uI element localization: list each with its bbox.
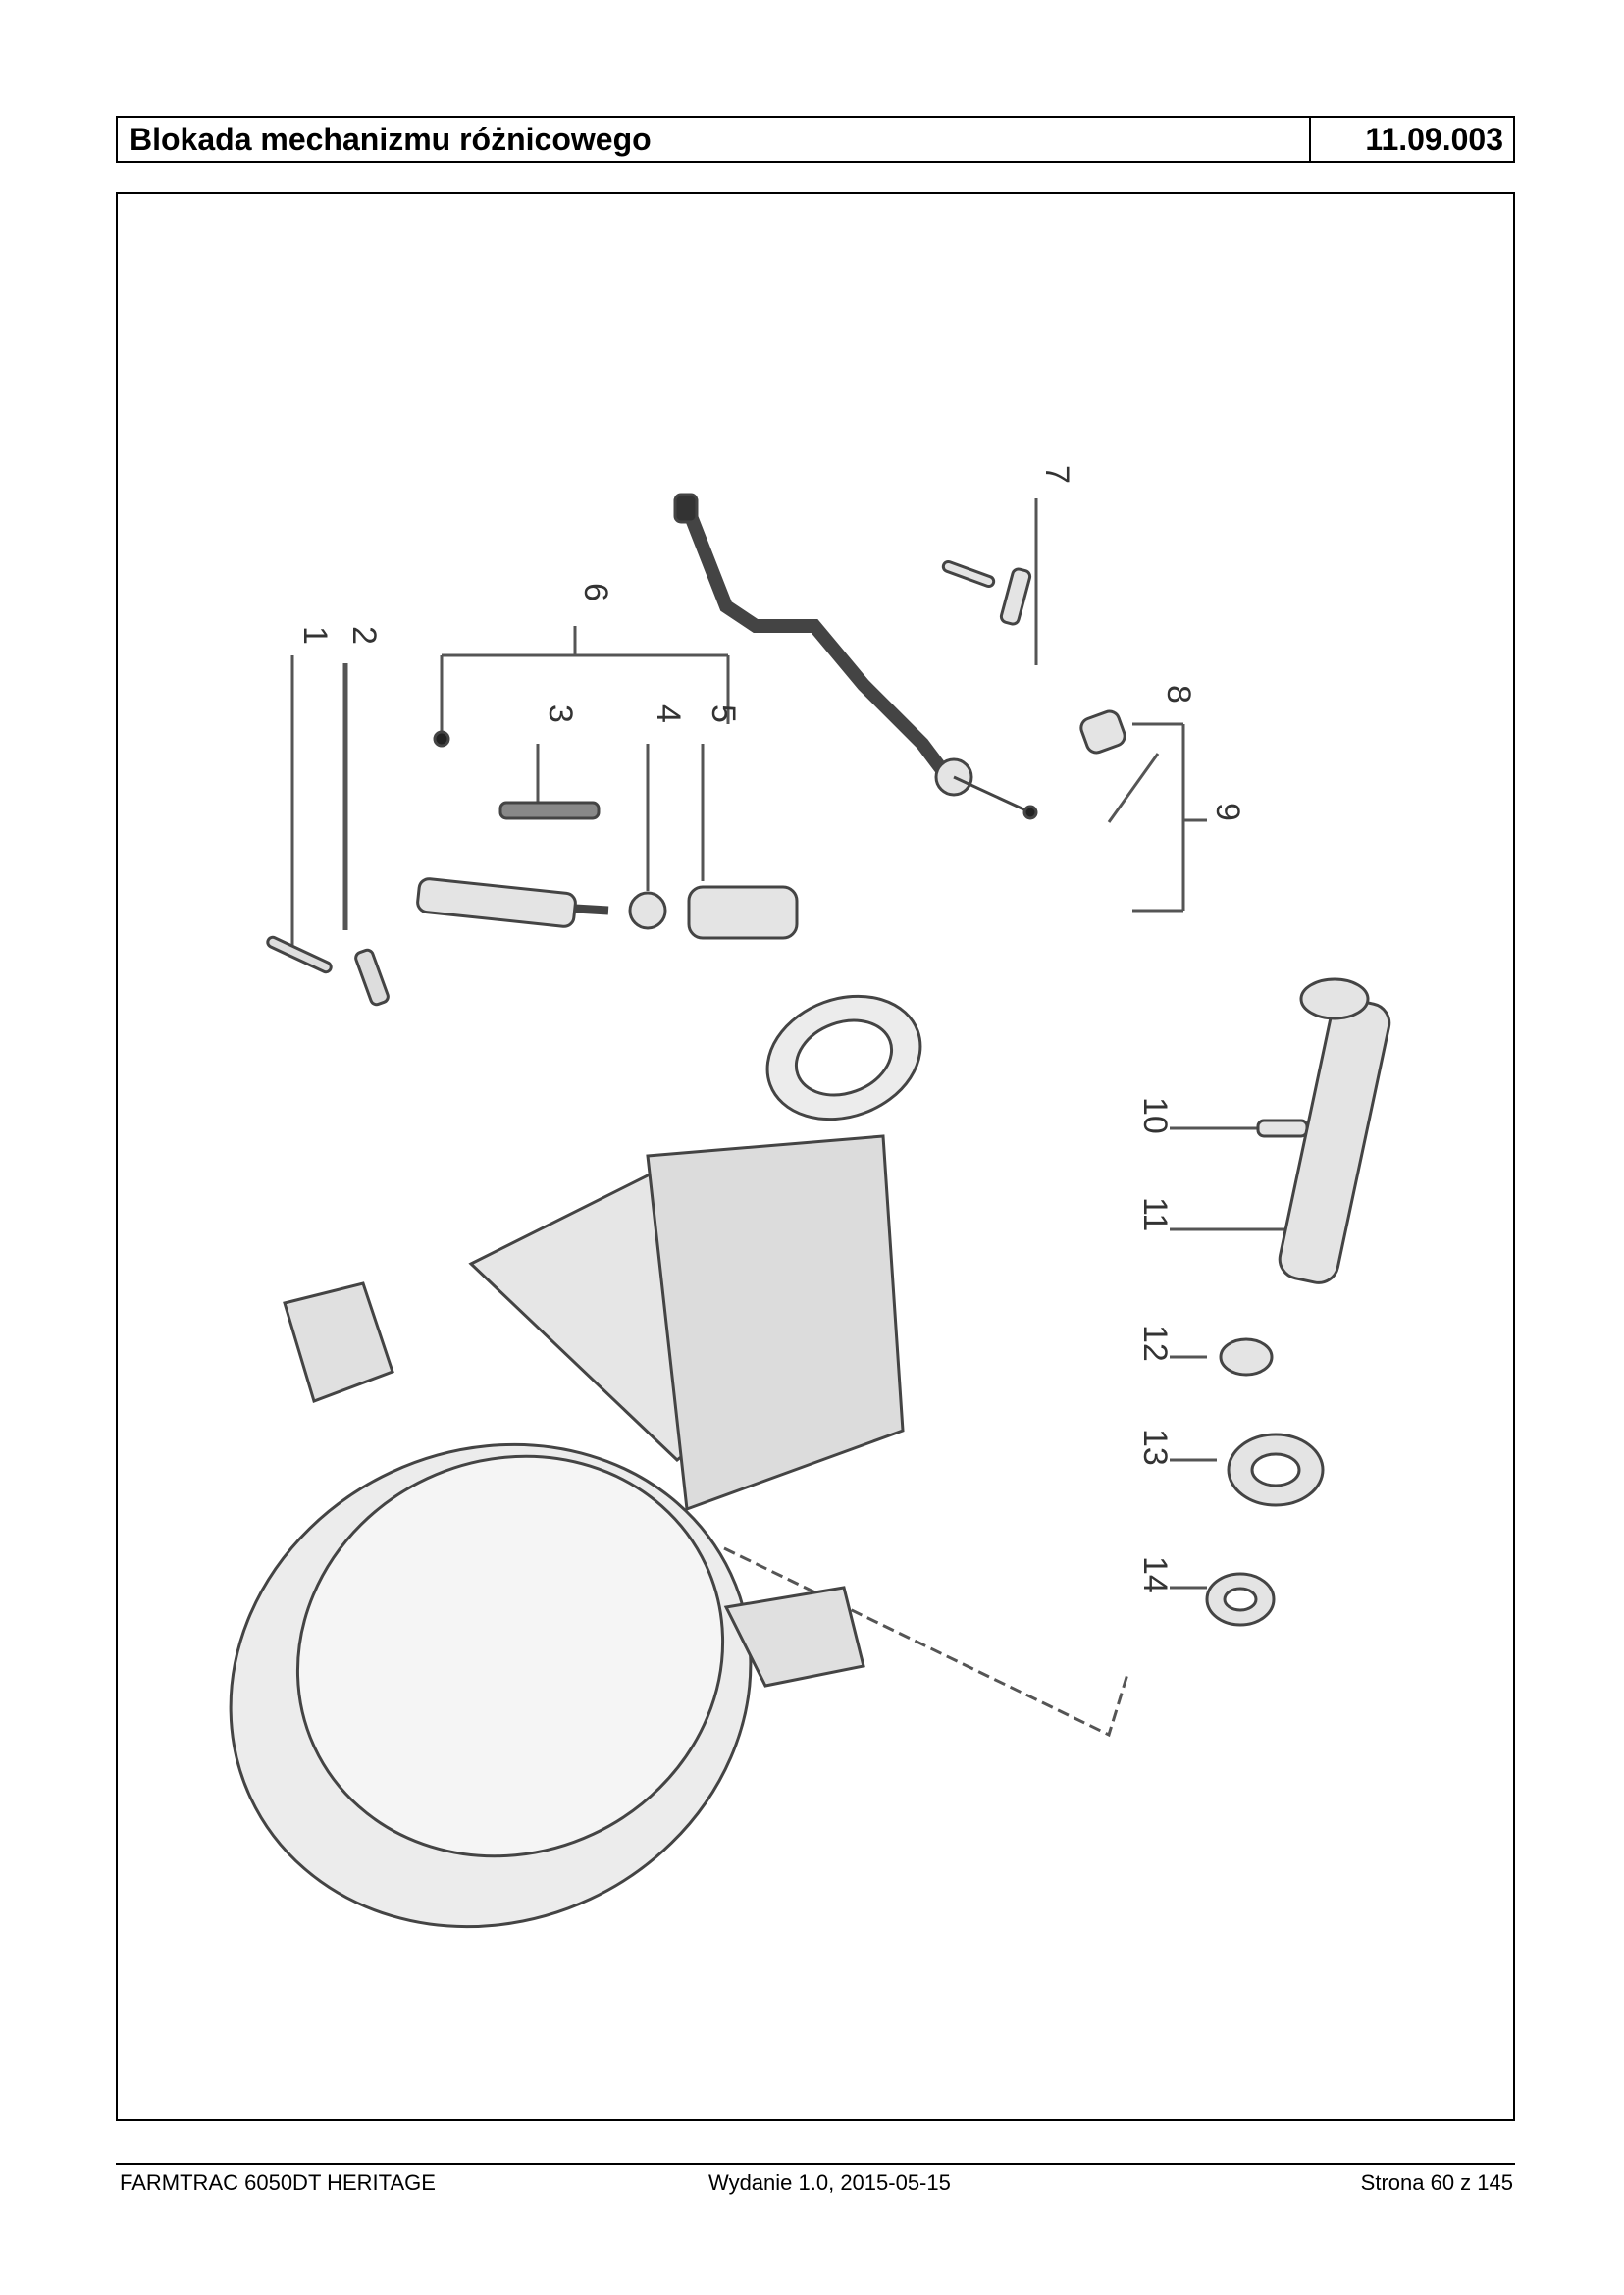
part-13-washer-hole bbox=[1250, 1452, 1301, 1487]
part-11-shaft bbox=[1278, 998, 1391, 1284]
exploded-parts-diagram: 1 2 3 4 5 6 7 8 9 10 11 12 13 14 bbox=[229, 465, 1391, 1929]
part-7-bolt bbox=[999, 567, 1032, 626]
callout-labels: 1 2 3 4 5 6 7 8 9 10 11 12 13 14 bbox=[296, 465, 1246, 1593]
footer-edition: Wydanie 1.0, 2015-05-15 bbox=[708, 2170, 951, 2195]
page-title: Blokada mechanizmu różnicowego bbox=[130, 121, 652, 157]
part-6-thread bbox=[574, 904, 609, 915]
part-8-bushing bbox=[1079, 709, 1126, 755]
part-9-link bbox=[953, 775, 1031, 814]
part-3-spring bbox=[498, 801, 601, 820]
housing-mount-right bbox=[723, 1586, 865, 1688]
housing-body bbox=[295, 1454, 725, 1858]
callout-6: 6 bbox=[577, 583, 614, 601]
assembly-axis-line bbox=[723, 1546, 1130, 1738]
part-9-ball bbox=[1022, 805, 1038, 820]
footer-divider bbox=[116, 2163, 1515, 2165]
callout-1: 1 bbox=[296, 626, 334, 645]
part-9-lever-knob bbox=[673, 493, 699, 524]
footer-model: FARMTRAC 6050DT HERITAGE bbox=[120, 2170, 436, 2195]
part-5-fork bbox=[687, 885, 799, 940]
callout-8: 8 bbox=[1160, 685, 1197, 704]
callout-13: 13 bbox=[1136, 1429, 1174, 1466]
callout-11: 11 bbox=[1136, 1197, 1174, 1231]
callout-3: 3 bbox=[542, 704, 579, 723]
differential-housing bbox=[229, 994, 922, 1929]
part-12-circlip bbox=[1219, 1337, 1274, 1377]
callout-4: 4 bbox=[650, 704, 687, 723]
callout-9: 9 bbox=[1209, 803, 1246, 821]
part-14-washer-hole bbox=[1223, 1587, 1258, 1612]
leader-line-8 bbox=[1107, 753, 1160, 823]
callout-12: 12 bbox=[1136, 1325, 1174, 1362]
part-4-nut bbox=[628, 891, 667, 930]
page-footer: FARMTRAC 6050DT HERITAGE Wydanie 1.0, 20… bbox=[120, 2170, 1513, 2200]
page-header: Blokada mechanizmu różnicowego 11.09.003 bbox=[116, 116, 1515, 163]
diagram-frame: 1 2 3 4 5 6 7 8 9 10 11 12 13 14 bbox=[116, 192, 1515, 2121]
footer-page-number: Strona 60 z 145 bbox=[1360, 2170, 1513, 2195]
housing-mount-left bbox=[283, 1281, 394, 1403]
part-1-split-pin bbox=[266, 935, 333, 974]
housing-ribs bbox=[646, 1134, 905, 1512]
callout-2: 2 bbox=[345, 626, 383, 645]
part-2-bolt bbox=[354, 948, 390, 1007]
callout-10: 10 bbox=[1136, 1097, 1174, 1134]
part-10-key bbox=[1256, 1119, 1309, 1138]
part-11-shaft-end bbox=[1299, 977, 1370, 1020]
part-6-shift-rod bbox=[416, 877, 577, 928]
callout-5: 5 bbox=[705, 704, 742, 723]
callout-7: 7 bbox=[1038, 465, 1075, 484]
section-code: 11.09.003 bbox=[1309, 118, 1513, 161]
part-7-split-pin bbox=[941, 559, 996, 589]
part-6-ball bbox=[433, 730, 450, 748]
callout-14: 14 bbox=[1136, 1556, 1174, 1593]
housing-bore-hole bbox=[794, 1018, 894, 1097]
part-9-lever-arm bbox=[680, 503, 958, 788]
